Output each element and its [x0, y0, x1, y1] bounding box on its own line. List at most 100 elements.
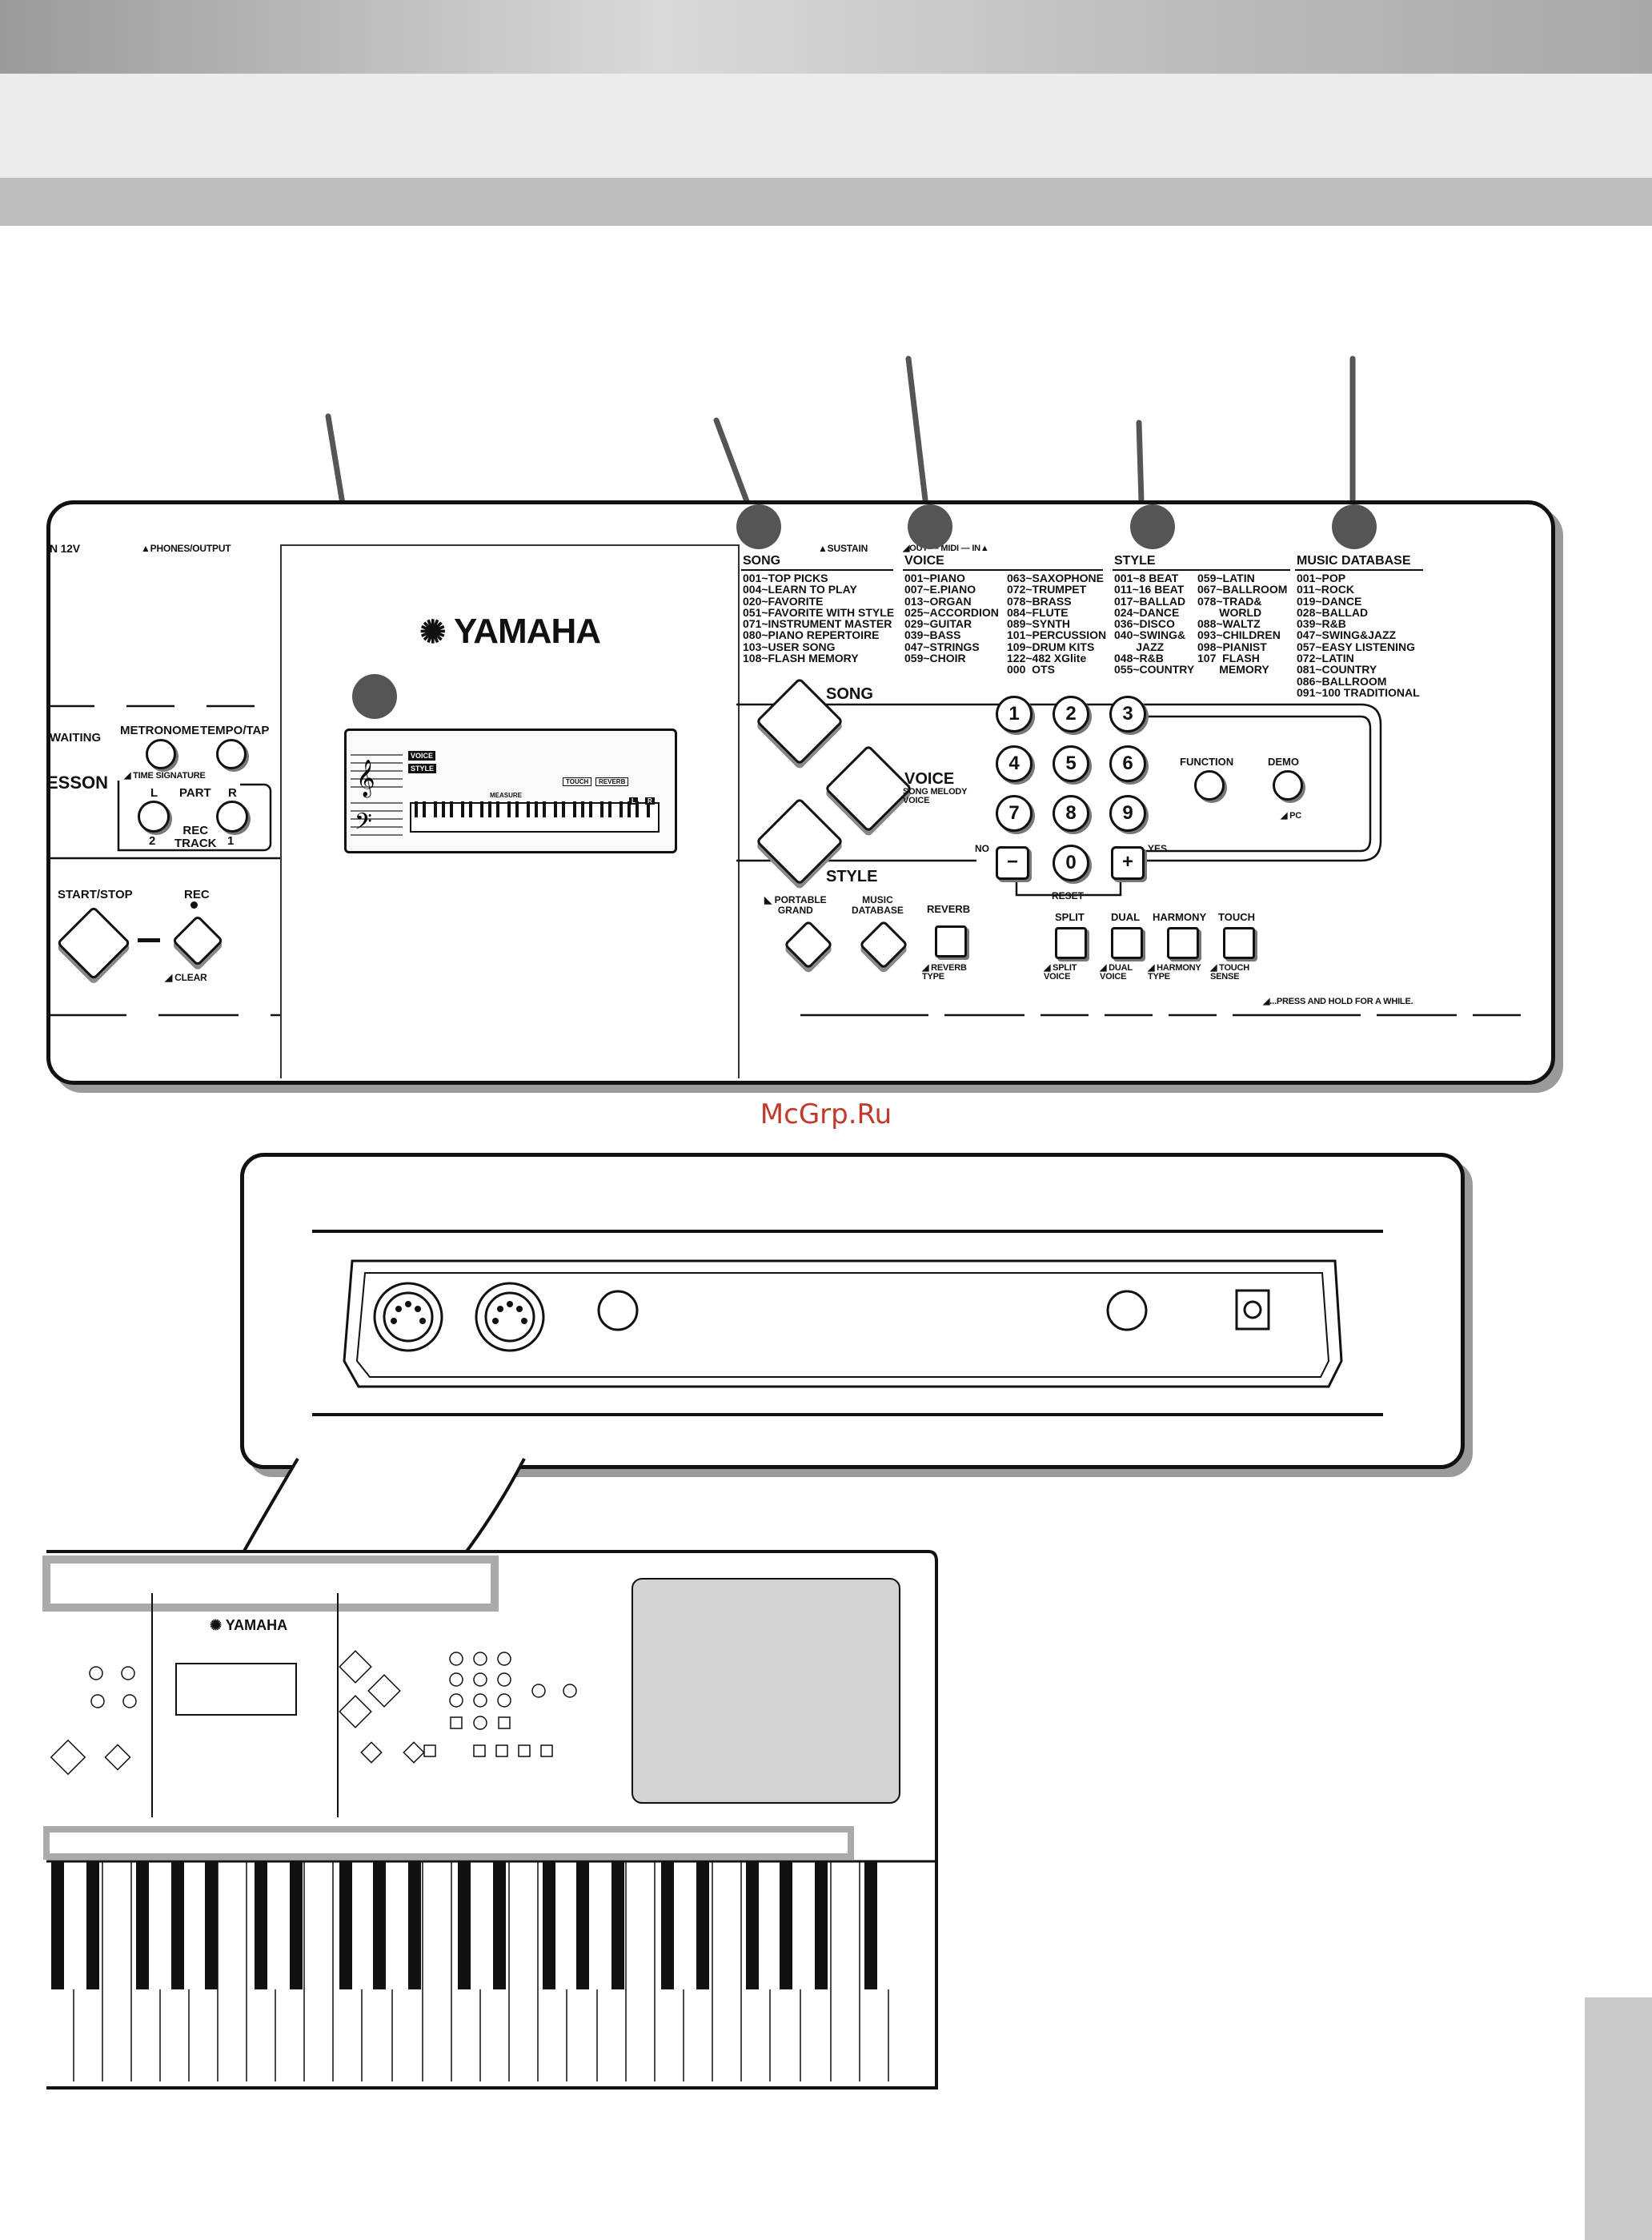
lcd-style-indicator: STYLE — [408, 764, 437, 773]
keypad-7-button[interactable]: 7 — [996, 795, 1032, 832]
phones-output-label: ▲PHONES/OUTPUT — [141, 543, 231, 554]
bass-clef-icon: 𝄢 — [355, 809, 372, 841]
split-button[interactable] — [1055, 927, 1087, 959]
time-signature-text: TIME SIGNATURE — [133, 771, 206, 781]
lcd-touch-indicator: TOUCH — [563, 777, 592, 786]
callout-dot-music-database — [1332, 504, 1377, 549]
lcd-r-indicator: R — [645, 797, 655, 805]
pc-label: ◢ PC — [1281, 811, 1302, 821]
keypad-5-button[interactable]: 5 — [1053, 745, 1089, 782]
grand-piano-icon: ◣ — [764, 894, 772, 905]
tempo-tap-label: TEMPO/TAP — [200, 724, 270, 737]
lesson-label: ESSON — [46, 773, 109, 793]
voice-heading-rule — [903, 569, 1103, 571]
reverb-label: REVERB — [927, 903, 971, 915]
function-button[interactable] — [1194, 770, 1225, 801]
tempo-tap-button[interactable] — [216, 739, 247, 769]
press-hold-note: ◢...PRESS AND HOLD FOR A WHILE. — [1263, 996, 1413, 1007]
function-label: FUNCTION — [1180, 756, 1234, 768]
lcd-screen: 𝄞 𝄢 — [344, 729, 677, 853]
keypad-8-button[interactable]: 8 — [1053, 795, 1089, 832]
press-hold-icon: ◢ — [1263, 997, 1270, 1006]
song-melody-voice-label: SONG MELODY VOICE — [903, 787, 968, 805]
style-heading-rule — [1113, 569, 1290, 571]
start-stop-label: START/STOP — [58, 888, 133, 901]
reverb-type-text: REVERB TYPE — [922, 963, 967, 982]
lcd-keyboard-keys — [410, 801, 658, 829]
touch-button[interactable] — [1223, 927, 1255, 959]
touch-sense-text: TOUCH SENSE — [1210, 963, 1250, 982]
music-database-heading-rule — [1295, 569, 1423, 571]
overview-yamaha-logo: ✺ YAMAHA — [210, 1617, 287, 1634]
lcd-measure-label: MEASURE — [490, 792, 523, 799]
callout-dot-style — [1130, 504, 1175, 549]
callout-dot-display — [352, 674, 397, 719]
keypad-2-button[interactable]: 2 — [1053, 696, 1089, 733]
display-area — [280, 544, 740, 1078]
yamaha-emblem-icon: ✺ — [419, 615, 447, 650]
keypad-9-button[interactable]: 9 — [1109, 795, 1146, 832]
track2-button[interactable] — [138, 801, 170, 833]
song-heading: SONG — [743, 554, 781, 568]
start-rec-connector — [138, 938, 160, 942]
waiting-label: WAITING — [50, 731, 102, 745]
rec-label: REC — [184, 888, 210, 901]
voice-button-label: VOICE — [904, 770, 955, 788]
part-label: PART — [179, 786, 211, 800]
lcd-voice-indicator: VOICE — [408, 751, 436, 761]
yes-label: YES — [1148, 843, 1168, 854]
harmony-button[interactable] — [1167, 927, 1199, 959]
keypad-0-button[interactable]: 0 — [1053, 845, 1089, 881]
touch-sense-label: ◢ TOUCH SENSE — [1210, 963, 1250, 982]
music-database-heading: MUSIC DATABASE — [1297, 554, 1411, 568]
touch-label: TOUCH — [1218, 911, 1255, 923]
metronome-button[interactable] — [146, 739, 176, 769]
harmony-label: HARMONY — [1153, 911, 1207, 923]
overview-buttons — [50, 1650, 577, 1776]
keypad-1-button[interactable]: 1 — [996, 696, 1032, 733]
reverb-type-label: ◢ REVERB TYPE — [922, 963, 967, 982]
style-list-1: 001~8 BEAT 011~16 BEAT 017~BALLAD 024~DA… — [1114, 572, 1195, 676]
overview-brand-text: YAMAHA — [225, 1617, 288, 1633]
dual-voice-text: DUAL VOICE — [1100, 963, 1133, 982]
keypad-minus-button[interactable]: − — [996, 846, 1029, 880]
keypad-3-button[interactable]: 3 — [1109, 696, 1146, 733]
keypad-4-button[interactable]: 4 — [996, 745, 1032, 782]
keypad-plus-button[interactable]: + — [1111, 846, 1145, 880]
yamaha-logo: ✺ YAMAHA — [419, 612, 601, 652]
brand-text: YAMAHA — [453, 612, 601, 651]
reset-label: RESET — [1052, 890, 1085, 901]
dual-voice-label: ◢ DUAL VOICE — [1100, 963, 1133, 982]
header-band-top — [0, 0, 1652, 74]
reverb-button[interactable] — [935, 925, 967, 957]
dual-button[interactable] — [1111, 927, 1143, 959]
r-part-label: R — [228, 786, 237, 800]
sustain-jack-icon — [597, 1290, 639, 1331]
keypad-6-button[interactable]: 6 — [1109, 745, 1146, 782]
dc-in-jack-icon — [1235, 1289, 1270, 1331]
clear-text: CLEAR — [174, 972, 207, 983]
demo-button[interactable] — [1273, 770, 1303, 801]
voice-heading: VOICE — [904, 554, 944, 568]
overview-yamaha-emblem-icon: ✺ — [210, 1617, 223, 1633]
harmony-type-text: HARMONY TYPE — [1148, 963, 1201, 982]
style-list-2: 059~LATIN 067~BALLROOM 078~TRAD& WORLD 0… — [1197, 572, 1288, 676]
l-part-label: L — [150, 786, 158, 800]
track1-button[interactable] — [216, 801, 248, 833]
pc-text: PC — [1289, 811, 1302, 821]
metronome-label: METRONOME — [120, 724, 200, 737]
lcd-l-indicator: L — [629, 797, 638, 805]
midi-out-jack-icon — [373, 1282, 443, 1352]
song-list: 001~TOP PICKS 004~LEARN TO PLAY 020~FAVO… — [743, 572, 895, 665]
voice-list-2: 063~SAXOPHONE 072~TRUMPET 078~BRASS 084~… — [1007, 572, 1107, 676]
rear-panel-rule-bottom — [312, 1413, 1383, 1416]
split-voice-text: SPLIT VOICE — [1044, 963, 1077, 982]
song-heading-rule — [741, 569, 893, 571]
overview-lcd — [175, 1663, 297, 1716]
press-hold-text: ...PRESS AND HOLD FOR A WHILE. — [1269, 997, 1413, 1006]
overview-keyboard-black-keys — [51, 1861, 877, 1989]
treble-clef-icon: 𝄞 — [356, 760, 375, 798]
header-band-middle — [0, 74, 1652, 178]
rear-panel-plate — [343, 1259, 1343, 1388]
style-button-label: STYLE — [826, 868, 878, 885]
